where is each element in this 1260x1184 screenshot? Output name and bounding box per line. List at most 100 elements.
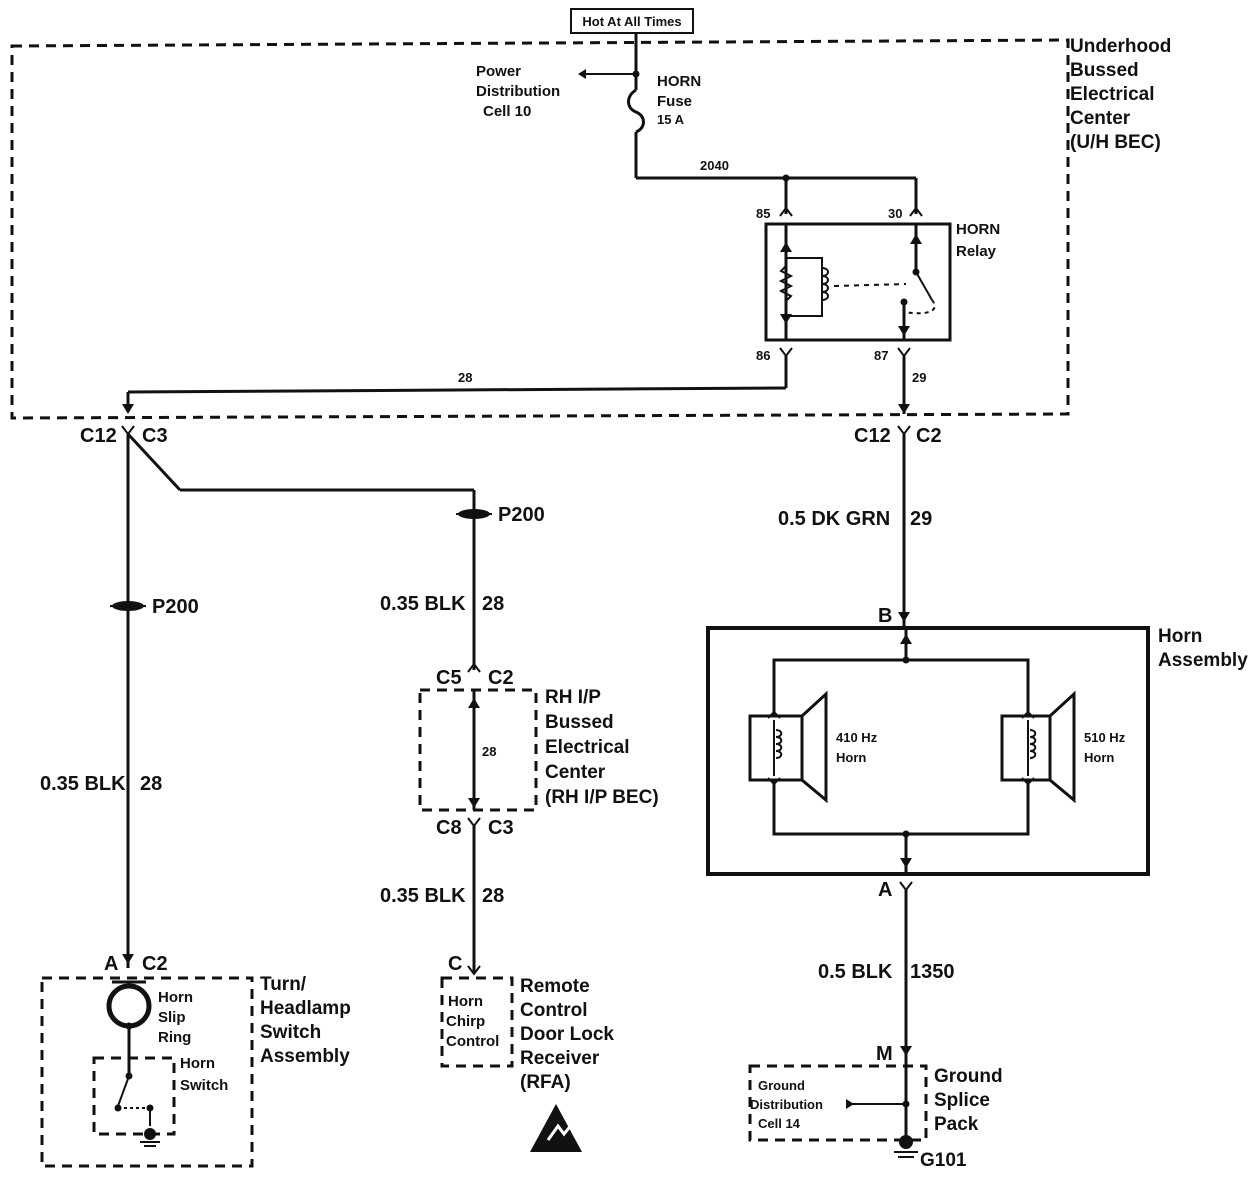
power-feed [578, 33, 918, 214]
horn-relay: 85 30 86 87 [756, 206, 952, 363]
svg-text:Headlamp: Headlamp [260, 998, 351, 1019]
svg-text:Chirp: Chirp [446, 1013, 485, 1030]
svg-text:Control: Control [446, 1033, 499, 1050]
svg-text:Cell 10: Cell 10 [483, 103, 531, 120]
g101-ground-icon [894, 1135, 918, 1158]
svg-text:Electrical: Electrical [1070, 84, 1155, 105]
esd-warning-icon [530, 1104, 582, 1152]
hot-at-all-times-box: Hot At All Times [570, 8, 694, 34]
svg-text:Switch: Switch [180, 1077, 228, 1094]
horn-assembly-name: Horn Assembly [1158, 626, 1248, 671]
switch-a-pin: A [104, 953, 118, 975]
svg-text:Horn: Horn [836, 750, 866, 765]
svg-text:Fuse: Fuse [657, 93, 692, 110]
horn-slip-ring [106, 983, 152, 1029]
uh-bec-boundary [10, 38, 1070, 420]
mid-lower-wire-circuit: 28 [482, 885, 504, 907]
svg-text:(U/H BEC): (U/H BEC) [1070, 132, 1161, 153]
svg-text:Horn: Horn [1084, 750, 1114, 765]
dk-grn-wire [898, 434, 910, 626]
ground-splice-pack: Ground Distribution Cell 14 G101 [748, 1064, 967, 1171]
svg-text:C12: C12 [854, 425, 891, 447]
svg-text:(RH I/P BEC): (RH I/P BEC) [545, 787, 659, 808]
svg-text:C3: C3 [142, 425, 168, 447]
svg-text:510 Hz: 510 Hz [1084, 730, 1126, 745]
circuit-29-label: 29 [912, 370, 926, 385]
relay-resistor [778, 265, 794, 302]
svg-text:410 Hz: 410 Hz [836, 730, 878, 745]
svg-text:Receiver: Receiver [520, 1048, 600, 1069]
svg-text:HORN: HORN [956, 221, 1000, 238]
rh-c2-label: C2 [488, 667, 514, 689]
horn-b-pin: B [878, 605, 892, 627]
mid-upper-wire-color: 0.35 BLK [380, 593, 466, 615]
dk-grn-circuit: 29 [910, 508, 932, 530]
svg-text:Electrical: Electrical [545, 737, 630, 758]
switch-c2-pin: C2 [142, 953, 168, 975]
circuit-28-upper [122, 356, 788, 414]
left-c12-c3-connector: C12 C3 [80, 425, 168, 447]
ground-splice-pack-name: Ground Splice Pack [934, 1066, 1003, 1135]
horn-a-pin: A [878, 879, 892, 901]
svg-text:Remote: Remote [520, 976, 590, 997]
svg-text:Splice: Splice [934, 1090, 990, 1111]
svg-text:Relay: Relay [956, 243, 997, 260]
hot-at-all-times-label: Hot At All Times [582, 14, 681, 29]
dk-grn-label: 0.5 DK GRN [778, 508, 890, 530]
rh-ip-bec: C5 C2 28 C8 C3 [418, 667, 538, 839]
horn-assembly: B 410 Hz Horn 510 Hz Ho [706, 605, 1150, 901]
left-wire-to-switch [110, 434, 146, 968]
left-wire-color: 0.35 BLK [40, 773, 126, 795]
ground-wire-color: 0.5 BLK [818, 961, 893, 983]
horn-relay-label: HORN Relay [956, 221, 1000, 260]
svg-text:Door Lock: Door Lock [520, 1024, 614, 1045]
svg-text:Cell 14: Cell 14 [758, 1116, 801, 1131]
svg-text:Horn: Horn [1158, 626, 1202, 647]
horn-410hz-icon [748, 690, 828, 804]
svg-text:Slip: Slip [158, 1009, 186, 1026]
rh-internal-circuit: 28 [482, 744, 496, 759]
circuit-29-upper [898, 356, 910, 414]
receiver-name: Remote Control Door Lock Receiver (RFA) [520, 976, 614, 1093]
p200-left-label: P200 [152, 596, 199, 618]
horn-510hz-icon [1000, 690, 1076, 804]
left-wire-circuit: 28 [140, 773, 162, 795]
svg-text:Assembly: Assembly [1158, 650, 1248, 671]
svg-text:RH I/P: RH I/P [545, 687, 601, 708]
svg-text:Assembly: Assembly [260, 1046, 350, 1067]
svg-text:HORN: HORN [657, 73, 701, 90]
pdc-label: Power Distribution Cell 10 [476, 63, 560, 120]
mid-lower-wire-color: 0.35 BLK [380, 885, 466, 907]
svg-text:Power: Power [476, 63, 521, 80]
svg-text:Bussed: Bussed [545, 712, 614, 733]
svg-text:Switch: Switch [260, 1022, 321, 1043]
pin-87-label: 87 [874, 348, 888, 363]
svg-text:Ring: Ring [158, 1029, 191, 1046]
svg-text:Underhood: Underhood [1070, 36, 1171, 57]
svg-text:Ground: Ground [934, 1066, 1003, 1087]
rh-c5-label: C5 [436, 667, 462, 689]
rh-bec-name: RH I/P Bussed Electrical Center (RH I/P … [545, 687, 659, 808]
svg-text:Ground: Ground [758, 1078, 805, 1093]
svg-text:C12: C12 [80, 425, 117, 447]
svg-text:Distribution: Distribution [476, 83, 560, 100]
branch-to-p200-mid [126, 432, 492, 673]
svg-text:(RFA): (RFA) [520, 1072, 571, 1093]
g101-label: G101 [920, 1150, 967, 1171]
svg-text:Control: Control [520, 1000, 588, 1021]
svg-text:Center: Center [545, 762, 606, 783]
remote-receiver: Horn Chirp Control [440, 976, 514, 1068]
svg-text:Center: Center [1070, 108, 1131, 129]
svg-text:Horn: Horn [180, 1055, 215, 1072]
switch-ground-icon [140, 1128, 160, 1147]
svg-text:15 A: 15 A [657, 112, 685, 127]
pin-86-label: 86 [756, 348, 770, 363]
ground-wire-circuit: 1350 [910, 961, 955, 983]
circuit-28-label: 28 [458, 370, 472, 385]
right-c12-c2-connector: C12 C2 [854, 425, 942, 447]
pin-85-label: 85 [756, 206, 770, 221]
relay-coil [821, 267, 829, 301]
svg-text:Bussed: Bussed [1070, 60, 1139, 81]
turn-headlamp-switch-assembly: A C2 Horn Slip Ring Horn Switch [40, 953, 254, 1168]
